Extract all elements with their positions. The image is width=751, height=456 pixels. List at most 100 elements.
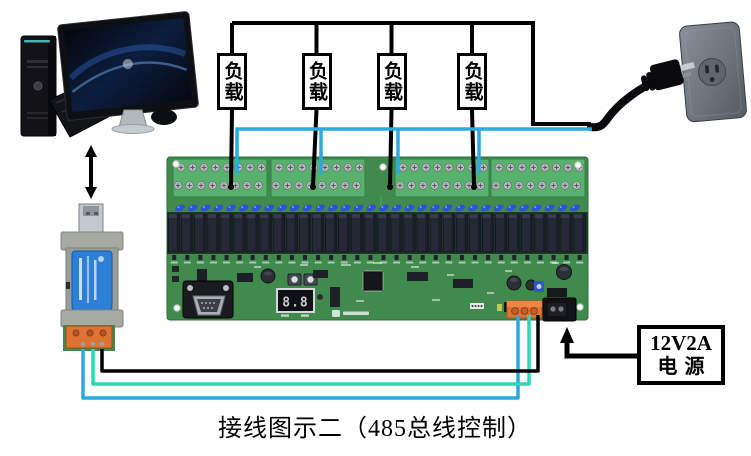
push-button	[287, 273, 302, 286]
mounting-hole	[172, 160, 180, 168]
driver-transistor	[276, 255, 281, 260]
driver-transistor	[342, 255, 347, 260]
power-supply-text: 电源	[657, 355, 712, 378]
driver-transistor	[289, 255, 294, 260]
usb-rs485-converter-icon	[60, 203, 124, 351]
load-box: 负载	[217, 53, 247, 110]
indicator-led	[493, 204, 504, 212]
ic-chip	[330, 287, 340, 307]
mcu-chip	[362, 270, 384, 292]
indicator-led	[569, 204, 580, 212]
indicator-led	[175, 204, 185, 212]
indicator-led	[417, 204, 428, 212]
power-supply-rating: 12V2A	[650, 331, 712, 356]
plug-prong	[678, 61, 695, 72]
db9-connector	[182, 280, 234, 319]
indicator-led	[264, 204, 275, 212]
mounting-hole	[574, 161, 582, 169]
power-arrowhead-icon	[560, 327, 574, 343]
indicator-led	[429, 204, 440, 212]
indicator-led	[404, 204, 415, 212]
driver-transistor	[394, 255, 399, 260]
indicator-led	[315, 204, 326, 212]
silkscreen-logo	[332, 310, 369, 317]
mouse-icon	[151, 109, 177, 125]
driver-transistor	[525, 255, 530, 260]
rs485-wire-a	[81, 315, 520, 400]
driver-transistor	[355, 255, 360, 260]
indicator-led	[251, 204, 262, 212]
display-value: 8.8	[282, 296, 308, 311]
driver-transistor	[368, 255, 373, 260]
load-wire	[470, 109, 476, 187]
indicator-led	[455, 204, 466, 212]
wires	[81, 21, 638, 400]
converter-terminal	[65, 325, 113, 349]
driver-transistor	[433, 255, 438, 260]
pin-header	[470, 303, 484, 309]
load-box: 负载	[301, 53, 332, 110]
indicator-led	[480, 204, 491, 212]
power-cord	[587, 78, 657, 132]
ac-neutral-bus-wire	[235, 127, 592, 174]
capacitor	[260, 268, 276, 284]
load-wire	[229, 109, 234, 187]
relay-board: 8.8	[166, 156, 589, 322]
driver-transistor	[329, 255, 334, 260]
monitor-icon	[57, 11, 199, 121]
indicator-led	[557, 204, 568, 212]
indicator-led	[276, 204, 287, 212]
driver-transistor	[237, 255, 242, 260]
indicator-led	[544, 204, 555, 212]
power-arrow	[564, 340, 638, 359]
trimmer-pot	[534, 281, 544, 292]
driver-transistor	[316, 255, 321, 260]
driver-transistor	[303, 255, 307, 260]
driver-transistor	[512, 255, 517, 260]
driver-transistor	[551, 255, 556, 260]
mounting-hole	[576, 303, 584, 311]
desktop-computer-icon	[20, 11, 199, 138]
mounting-hole	[379, 163, 387, 171]
rs485-wire-b	[91, 315, 531, 386]
indicator-led	[327, 204, 338, 212]
seven-segment-display: 8.8	[276, 288, 315, 313]
driver-transistor	[185, 255, 190, 260]
load-box: 负载	[376, 53, 407, 110]
ic-chip	[407, 272, 428, 281]
ic-chip	[237, 273, 253, 282]
indicator-led	[468, 204, 478, 212]
load-box: 负载	[457, 53, 487, 110]
pcb-components: 8.8	[172, 262, 577, 322]
driver-transistor	[263, 255, 268, 260]
power-supply-label: 12V2A 电源	[637, 325, 725, 385]
driver-transistor	[473, 255, 478, 260]
indicator-led	[238, 204, 249, 212]
driver-transistor	[499, 255, 504, 260]
driver-transistor	[407, 255, 412, 260]
diagram-caption: 接线图示二（485总线控制）	[218, 416, 532, 442]
power-jack	[542, 297, 577, 322]
indicator-led	[289, 204, 300, 212]
indicator-led	[302, 204, 313, 212]
driver-transistor	[577, 255, 582, 260]
outlet-socket	[698, 58, 726, 86]
capacitor	[556, 264, 572, 280]
driver-transistor	[486, 255, 491, 260]
driver-transistor	[538, 255, 543, 260]
driver-transistor	[224, 255, 229, 260]
converter-label	[71, 250, 113, 311]
status-led	[497, 304, 502, 311]
load-wire	[311, 109, 319, 187]
indicator-led	[519, 204, 529, 212]
ac-line-wire	[232, 21, 591, 126]
rs485-gnd-wire	[100, 315, 540, 373]
brand-logo-icon	[122, 59, 133, 70]
driver-transistor	[172, 255, 177, 260]
driver-transistor	[250, 255, 255, 260]
silkscreen-dashes	[219, 262, 559, 302]
indicator-led	[187, 204, 198, 212]
driver-transistor	[446, 255, 451, 260]
